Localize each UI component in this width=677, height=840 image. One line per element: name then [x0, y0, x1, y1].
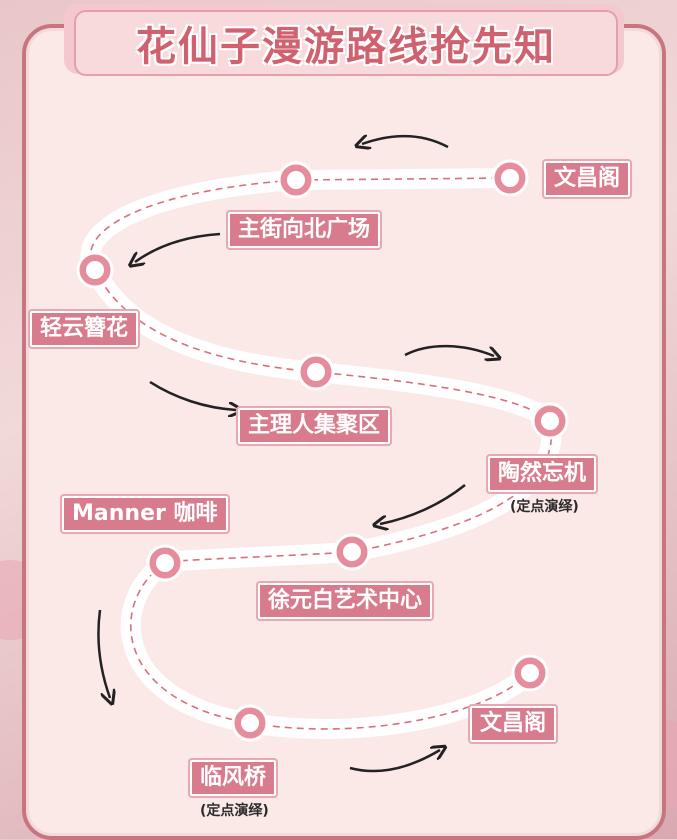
stop-node — [531, 402, 569, 440]
route-dashed-line — [89, 177, 553, 730]
route-road — [80, 168, 562, 739]
stop-label: 主理人集聚区 — [238, 408, 391, 444]
stop-node — [76, 251, 114, 289]
stop-label: 文昌阁 — [470, 706, 557, 742]
stop-label: 临风桥 — [190, 760, 277, 796]
stop-label: 轻云簪花 — [30, 311, 139, 347]
stop-node — [146, 544, 184, 582]
arrow-icon — [349, 750, 440, 773]
stop-node — [297, 353, 335, 391]
stop-node — [277, 161, 315, 199]
page-title: 花仙子漫游路线抢先知 — [74, 10, 618, 76]
arrow-icon — [362, 136, 449, 147]
stop-node — [231, 704, 269, 742]
stop-label: 文昌阁 — [544, 161, 631, 197]
stop-label: 徐元白艺术中心 — [258, 583, 433, 619]
arrow-icon — [380, 484, 466, 524]
stop-label: Manner 咖啡 — [62, 496, 228, 532]
stop-node — [333, 533, 371, 571]
arrow-icon — [97, 609, 110, 698]
stop-note: (定点演绎) — [200, 803, 269, 819]
stop-node — [511, 654, 549, 692]
stop-note: (定点演绎) — [510, 499, 579, 515]
arrow-icon — [149, 380, 236, 410]
arrow-icon — [404, 344, 494, 356]
stop-node — [491, 159, 529, 197]
arrow-icon — [135, 232, 221, 262]
stop-label: 主街向北广场 — [228, 212, 381, 248]
stop-label: 陶然忘机 — [488, 456, 597, 492]
